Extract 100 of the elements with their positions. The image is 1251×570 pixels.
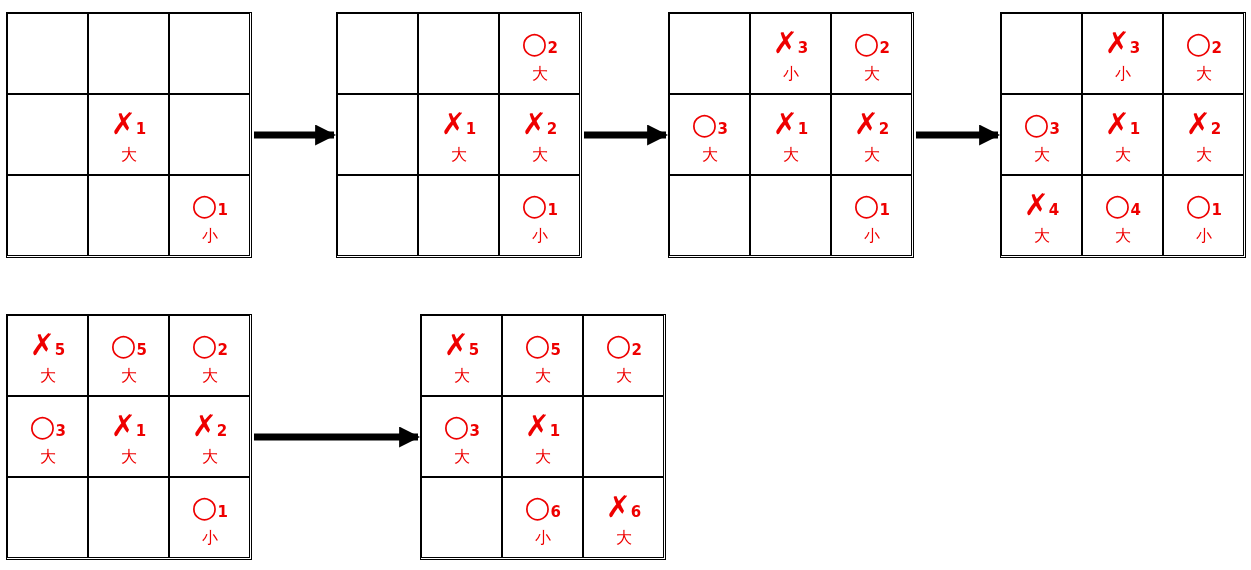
move-number: 2 xyxy=(879,39,890,57)
move-mark: ○ xyxy=(443,408,470,443)
move-number: 1 xyxy=(217,201,228,219)
empty-cell xyxy=(88,175,169,256)
empty-cell xyxy=(421,477,502,558)
board-cell xyxy=(831,175,912,256)
move-number: 2 xyxy=(547,39,558,57)
size-label: 大 xyxy=(1195,64,1212,83)
move-mark: ✗ xyxy=(1185,106,1211,141)
empty-cell xyxy=(7,477,88,558)
move-mark: ○ xyxy=(853,25,880,60)
size-label: 小 xyxy=(1114,64,1131,83)
move-number: 1 xyxy=(797,120,809,138)
move-mark: ○ xyxy=(521,25,548,60)
board-cell xyxy=(1163,13,1244,94)
empty-cell xyxy=(7,13,88,94)
move-mark: ○ xyxy=(691,106,718,141)
size-label: 大 xyxy=(1033,145,1050,164)
board-cell xyxy=(502,315,583,396)
size-label: 大 xyxy=(615,528,632,547)
empty-cell xyxy=(7,94,88,175)
board-cell xyxy=(7,396,88,477)
move-number: 2 xyxy=(1211,39,1222,57)
move-number: 3 xyxy=(1049,120,1060,138)
empty-cell xyxy=(337,175,418,256)
game-board xyxy=(6,12,252,258)
size-label: 大 xyxy=(534,447,551,466)
move-mark: ✗ xyxy=(772,25,798,60)
move-mark: ✗ xyxy=(191,408,217,443)
size-label: 小 xyxy=(201,528,218,547)
board-cell xyxy=(1082,13,1163,94)
size-label: 大 xyxy=(450,145,467,164)
empty-cell xyxy=(669,175,750,256)
size-label: 大 xyxy=(531,64,548,83)
board-cell xyxy=(750,94,831,175)
size-label: 大 xyxy=(782,145,799,164)
move-number: 5 xyxy=(550,341,561,359)
size-label: 大 xyxy=(39,366,56,385)
size-label: 大 xyxy=(1114,145,1131,164)
size-label: 小 xyxy=(531,226,548,245)
move-number: 2 xyxy=(217,341,228,359)
board-cell xyxy=(669,94,750,175)
game-board xyxy=(6,314,252,560)
size-label: 大 xyxy=(1195,145,1212,164)
size-label: 大 xyxy=(120,447,137,466)
move-number: 5 xyxy=(54,341,66,359)
move-mark: ✗ xyxy=(1104,25,1130,60)
move-number: 2 xyxy=(631,341,642,359)
empty-cell xyxy=(88,13,169,94)
move-number: 5 xyxy=(136,341,147,359)
size-label: 大 xyxy=(701,145,718,164)
size-label: 大 xyxy=(1033,226,1050,245)
size-label: 小 xyxy=(201,226,218,245)
empty-cell xyxy=(337,94,418,175)
game-board xyxy=(668,12,914,258)
size-label: 大 xyxy=(453,447,470,466)
size-label: 大 xyxy=(615,366,632,385)
size-label: 大 xyxy=(120,366,137,385)
move-number: 3 xyxy=(55,422,66,440)
move-mark: ✗ xyxy=(1023,187,1049,222)
board-cell xyxy=(1082,94,1163,175)
move-number: 1 xyxy=(465,120,477,138)
empty-cell xyxy=(669,13,750,94)
move-mark: ✗ xyxy=(605,489,631,524)
size-label: 大 xyxy=(39,447,56,466)
board-cell xyxy=(169,396,250,477)
move-number: 6 xyxy=(550,503,561,521)
move-mark: ✗ xyxy=(524,408,550,443)
board-cell xyxy=(499,94,580,175)
empty-cell xyxy=(169,94,250,175)
move-mark: ✗ xyxy=(110,408,136,443)
board-cell xyxy=(502,396,583,477)
size-label: 小 xyxy=(534,528,551,547)
board-cell xyxy=(750,13,831,94)
move-number: 1 xyxy=(547,201,558,219)
board-cell xyxy=(1163,94,1244,175)
board-cell xyxy=(169,175,250,256)
board-cell xyxy=(421,315,502,396)
move-mark: ✗ xyxy=(772,106,798,141)
move-number: 4 xyxy=(1048,201,1060,219)
board-cell xyxy=(1163,175,1244,256)
move-number: 1 xyxy=(135,120,147,138)
empty-cell xyxy=(418,175,499,256)
board-cell xyxy=(88,396,169,477)
move-number: 1 xyxy=(549,422,561,440)
move-mark: ○ xyxy=(110,327,137,362)
move-number: 3 xyxy=(717,120,728,138)
game-board xyxy=(420,314,666,560)
move-mark: ○ xyxy=(524,489,551,524)
game-board xyxy=(1000,12,1246,258)
move-mark: ✗ xyxy=(1104,106,1130,141)
move-mark: ○ xyxy=(191,187,218,222)
size-label: 大 xyxy=(453,366,470,385)
board-cell xyxy=(499,13,580,94)
move-number: 2 xyxy=(1210,120,1222,138)
board-cell xyxy=(88,315,169,396)
move-mark: ○ xyxy=(191,489,218,524)
move-number: 3 xyxy=(797,39,809,57)
empty-cell xyxy=(1001,13,1082,94)
game-board xyxy=(336,12,582,258)
